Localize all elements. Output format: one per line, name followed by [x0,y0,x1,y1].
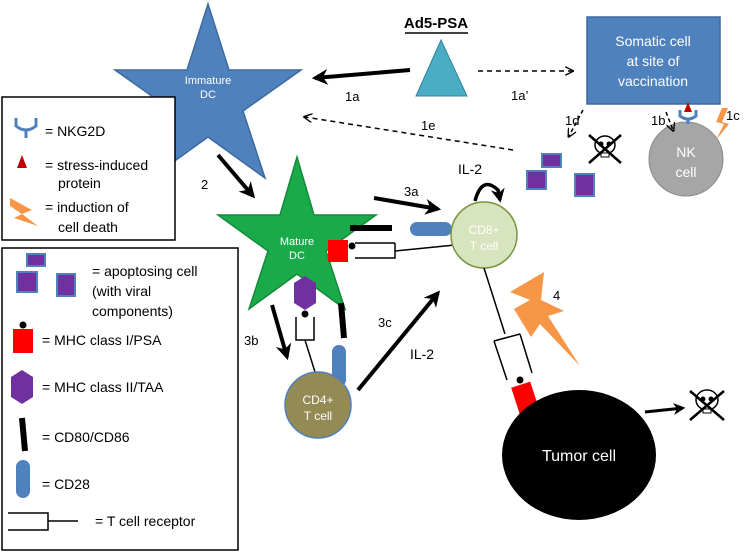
arrow-2 [216,153,256,199]
mhc-class-ii-on-dc [294,276,316,310]
legend-stress-1: = stress-induced [45,157,148,173]
skull-icon [588,134,622,164]
mature-dc-label-2: DC [289,250,305,262]
tcr-cd8-tumor [493,333,533,381]
immature-dc-label-2: DC [200,89,216,101]
arrow-3c [356,290,441,392]
legend-apoptosing-2: (with viral [92,283,151,299]
cd80-cd86-to-cd4 [338,302,347,339]
legend-mhc-ii: = MHC class II/TAA [42,379,164,395]
cd28-on-cd8 [410,222,452,236]
nk-label-2: cell [675,164,696,180]
tcr-cd8 [355,242,396,259]
legend-bottom: = apoptosing cell (with viral components… [1,247,239,551]
step-2-label: 2 [201,177,208,192]
adenovirus-icon [415,38,468,97]
tumor-label: Tumor cell [542,448,616,465]
lightning-1c-icon [716,108,729,140]
legend-cd28: = CD28 [42,476,90,492]
nk-label-1: NK [676,144,696,160]
step-4-label: 4 [553,288,560,303]
legend-cd80: = CD80/CD86 [42,429,130,445]
arrow-1b [665,111,673,130]
step-3b-label: 3b [244,333,258,348]
legend-nkg2d: = NKG2D [45,123,105,139]
apoptosing-cells [526,153,595,197]
step-1c-label: 1c [726,108,740,123]
tcr-cd4 [295,317,315,341]
immature-dc-label-1: Immature [185,75,231,87]
legend-apoptosing-3: components) [92,303,173,319]
arrow-1a [311,68,411,85]
il2-mid-label: IL-2 [410,346,434,362]
legend-top: = NKG2D = stress-induced protein = induc… [1,96,176,241]
arrow-1e [305,117,514,151]
lightning-4-icon [510,272,580,366]
legend-mhc-i: = MHC class I/PSA [42,332,162,348]
arrow-3a [373,196,442,215]
legend-death-1: = induction of [45,199,129,215]
arrow-1d [569,109,584,136]
legend-apoptosing-1: = apoptosing cell [92,263,197,279]
somatic-cell: Somatic cell at site of vaccination [586,16,721,105]
il2-autocrine-arrow [473,182,505,203]
il2-top-label: IL-2 [458,161,482,177]
somatic-label-1: Somatic cell [615,33,690,49]
arrow-3b [270,304,292,361]
cd8-t-cell: CD8+ T cell [450,201,518,269]
immature-dc: Immature DC [112,1,304,180]
cd4-t-cell: CD4+ T cell [284,371,352,439]
cd8-label-1: CD8+ [468,223,499,237]
nkg2d-receptor-icon [678,110,698,124]
nk-cell: NK cell [648,121,724,197]
somatic-label-2: at site of [627,53,680,69]
cd4-label-2: T cell [304,409,332,423]
step-1a-prime-label: 1a’ [511,88,528,103]
somatic-label-3: vaccination [618,73,688,89]
skull-death-icon [689,389,725,421]
step-1a-label: 1a [345,89,360,104]
stress-protein-icon [684,102,692,112]
ad5-psa-title: Ad5-PSA [404,15,468,32]
cd4-label-1: CD4+ [302,393,333,407]
legend-tcr: = T cell receptor [95,513,196,529]
step-1e-label: 1e [421,118,435,133]
arrow-tumor-death [644,403,686,415]
step-1d-label: 1d [565,113,579,128]
legend-death-2: cell death [58,219,118,235]
tumor-cell: Tumor cell [502,390,656,520]
cd8-label-2: T cell [470,239,498,253]
step-3a-label: 3a [404,184,419,199]
legend-stress-2: protein [58,175,101,191]
mature-dc: Mature DC [215,154,379,311]
mature-dc-label-1: Mature [280,236,314,248]
step-1b-label: 1b [651,113,665,128]
step-3c-label: 3c [378,315,392,330]
mhc-class-i-on-dc [328,240,348,262]
